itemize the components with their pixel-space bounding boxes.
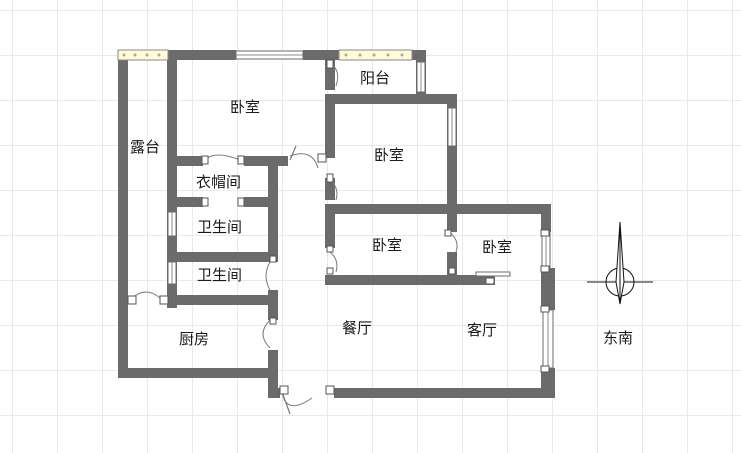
room-label-terrace: 露台 — [130, 138, 160, 156]
room-label-bathroom-2: 卫生间 — [197, 266, 242, 284]
compass: 东南 — [587, 221, 653, 347]
walls — [118, 50, 555, 398]
room-label-kitchen: 厨房 — [179, 330, 209, 348]
compass-label: 东南 — [603, 329, 633, 347]
room-label-cloakroom: 衣帽间 — [196, 173, 241, 191]
room-label-bedroom-mid: 卧室 — [372, 236, 402, 254]
room-label-bathroom-1: 卫生间 — [197, 218, 242, 236]
room-label-bedroom-small: 卧室 — [482, 238, 512, 256]
doors — [127, 59, 550, 415]
room-label-balcony: 阳台 — [360, 69, 390, 87]
room-label-bedroom-east: 卧室 — [374, 146, 404, 164]
room-label-bedroom-main: 卧室 — [230, 98, 260, 116]
room-label-dining: 餐厅 — [342, 319, 372, 337]
windows — [117, 49, 554, 369]
room-label-living: 客厅 — [467, 321, 497, 339]
room-labels: 露台 阳台 卧室 卧室 衣帽间 卫生间 卫生间 卧室 卧室 厨房 餐厅 客厅 — [130, 69, 512, 348]
